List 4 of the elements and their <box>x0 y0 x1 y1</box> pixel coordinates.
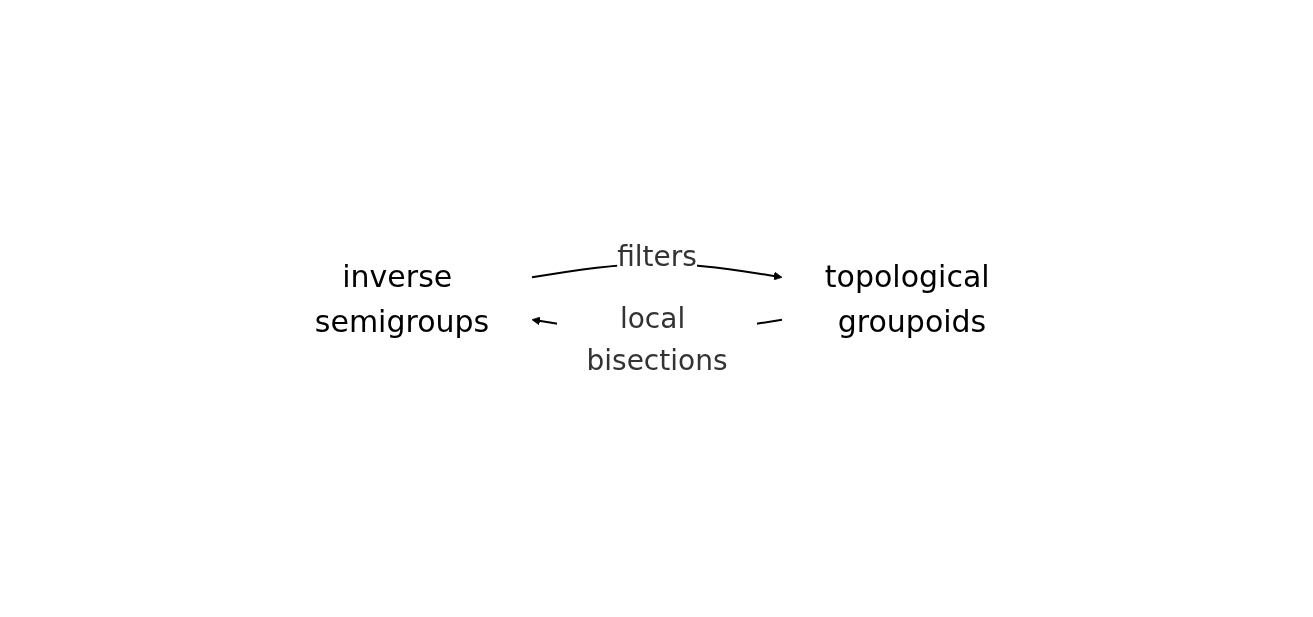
node-text: inverse semigroups <box>314 258 489 338</box>
edge-label: local bisections <box>586 301 727 377</box>
node-text: topological groupoids <box>824 258 990 338</box>
edge-label: filters <box>616 239 697 273</box>
